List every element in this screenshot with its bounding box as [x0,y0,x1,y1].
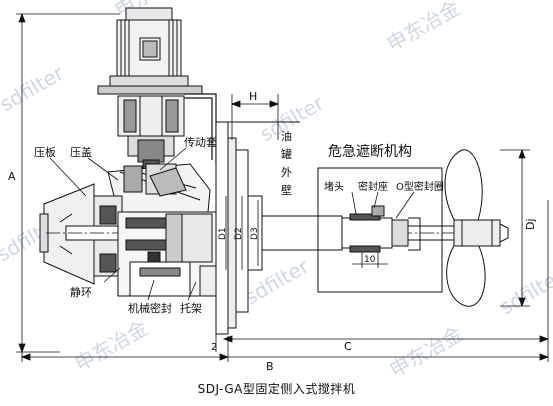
dim-A: A [8,170,16,183]
dimension-lines [16,12,550,362]
drive-housing [107,163,211,213]
label-mech-seal: 机械密封 [128,301,172,315]
label-bracket: 托架 [180,301,202,315]
label-emergency-title: 危急遮断机构 [328,144,412,160]
dim-Dj: Dj [524,218,537,230]
motor [97,7,203,95]
emergency-box [317,167,443,293]
label-drive-sleeve: 传动套 [184,136,217,149]
label-press-plate: 压板 [34,145,56,159]
dim-10: 10 [364,255,376,265]
propeller [444,149,509,307]
upper-bracket [184,93,217,165]
dim-D3: D3 [250,227,260,240]
label-tank-wall-char: 外 [281,166,292,179]
drawing-caption: SDJ-GA型固定侧入式搅拌机 [197,382,356,396]
dim-2: 2 [211,342,217,353]
seal-seat-assembly [261,205,421,253]
watermark-cn-bottomright: 申东冶金 [386,322,467,383]
label-nut: 堵头 [324,180,344,193]
label-press-cover: 压盖 [70,145,92,159]
watermark-cn-top: 申东冶金 [383,0,464,56]
label-o-ring: O型密封圈 [396,180,444,193]
leader-lines [49,147,415,301]
label-tank-wall: 油 罐 外 壁 [281,129,292,197]
watermark-cn-bottom: 申东冶金 [71,316,152,377]
watermark-en-far: sdfilter [496,263,553,319]
label-static-ring: 静环 [70,285,92,299]
dim-C: C [344,340,352,353]
dim-B: B [266,360,274,373]
reducer [117,95,185,179]
dim-H: H [249,90,257,103]
tank-wall [215,121,300,335]
label-tank-wall-char: 壁 [281,183,292,197]
dim-D2: D2 [234,227,244,240]
mechanical-seal-housing [117,211,217,297]
dim-D1: D1 [218,227,228,240]
watermark-en-left: sdfilter [0,60,68,116]
label-tank-wall-char: 油 [281,129,292,143]
label-tank-wall-char: 罐 [281,148,292,161]
label-seal-seat: 密封座 [358,180,388,193]
